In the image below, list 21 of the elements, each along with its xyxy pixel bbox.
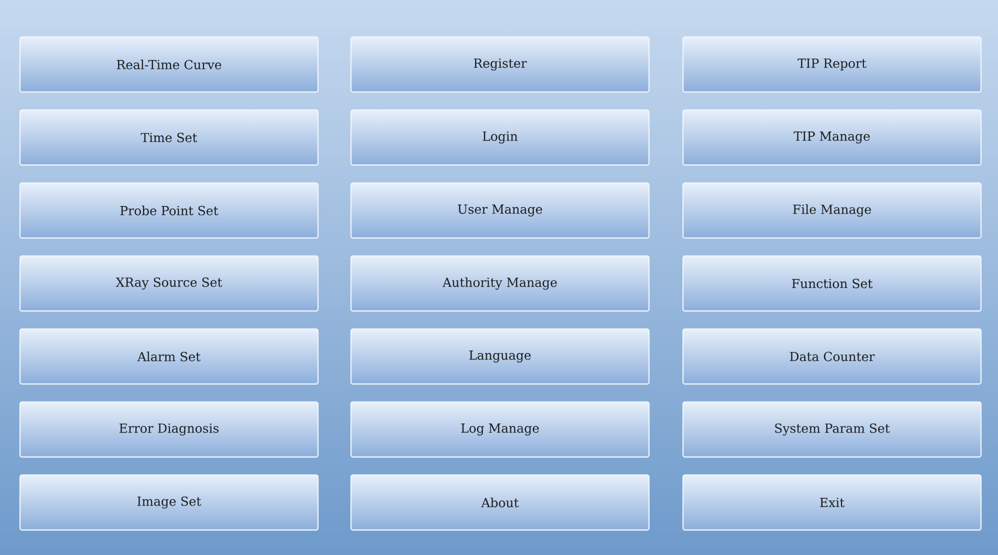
menu-button: Register bbox=[350, 36, 650, 93]
menu-button: XRay Source Set bbox=[19, 255, 319, 312]
menu-button: Login bbox=[350, 109, 650, 166]
menu-button: Function Set bbox=[682, 255, 982, 312]
menu-button: Alarm Set bbox=[19, 328, 319, 385]
menu-button: System Param Set bbox=[682, 401, 982, 458]
menu-button: Log Manage bbox=[350, 401, 650, 458]
menu-button: Data Counter bbox=[682, 328, 982, 385]
menu-button: TIP Manage bbox=[682, 109, 982, 166]
menu-button: Time Set bbox=[19, 109, 319, 166]
menu-button: Real-Time Curve bbox=[19, 36, 319, 93]
menu-button: File Manage bbox=[682, 182, 982, 239]
menu-button: Authority Manage bbox=[350, 255, 650, 312]
menu-button: Error Diagnosis bbox=[19, 401, 319, 458]
menu-button: Probe Point Set bbox=[19, 182, 319, 239]
menu-button: User Manage bbox=[350, 182, 650, 239]
menu-button: Image Set bbox=[19, 474, 319, 531]
menu-button: TIP Report bbox=[682, 36, 982, 93]
menu-button: Language bbox=[350, 328, 650, 385]
menu-button: Exit bbox=[682, 474, 982, 531]
menu-button: About bbox=[350, 474, 650, 531]
